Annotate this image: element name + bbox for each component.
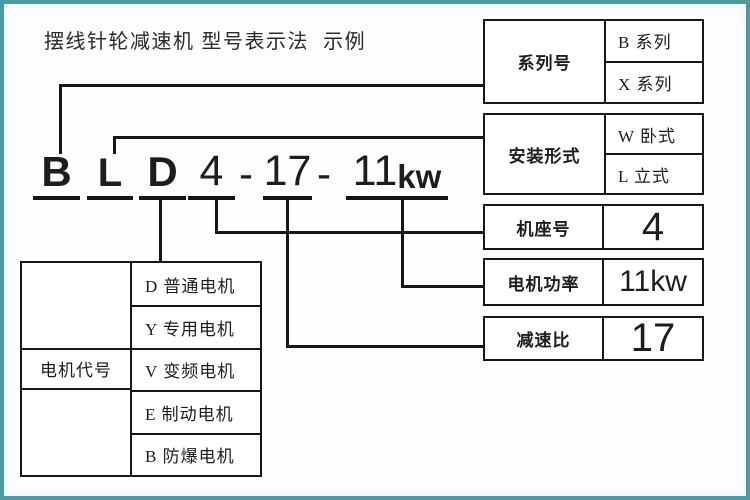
model-ratio-number-text: 17 [263, 147, 312, 195]
table-frame-number-value: 4 [641, 204, 665, 249]
connector-frameno-vertical [215, 200, 218, 234]
page-title: 摆线针轮减速机 型号表示法 示例 [44, 31, 367, 53]
connector-ratio-vertical [286, 200, 289, 348]
model-frame-number: 4 [188, 147, 235, 200]
connector-series-vertical [59, 84, 62, 154]
table-reduction-ratio-value: 17 [630, 316, 676, 360]
table-series-label: 系列号 [485, 21, 606, 102]
model-motor-letter: D [139, 148, 186, 200]
table-frame-number: 机座号 4 [483, 204, 704, 250]
table-motor-power-label: 电机功率 [485, 260, 604, 304]
table-motor-code-blank-top [22, 263, 132, 348]
table-motor-code-option-v: V 变频电机 [132, 347, 260, 390]
connector-mounting-vertical [113, 136, 116, 154]
table-frame-number-label: 机座号 [485, 206, 604, 248]
table-series-values: B 系列 X 系列 [606, 21, 702, 102]
table-motor-code-option-d: D 普通电机 [145, 276, 236, 296]
table-motor-code-label: 电机代号 [22, 347, 132, 391]
model-series-letter: B [33, 148, 80, 200]
table-motor-code-option-y: Y 专用电机 [132, 305, 260, 347]
table-mounting-option-l: L 立式 [606, 153, 702, 193]
table-motor-code-option-e: E 制动电机 [132, 390, 260, 432]
connector-series-horizontal [59, 84, 483, 87]
model-dash-1: - [239, 150, 253, 197]
connector-frameno-horizontal [215, 231, 483, 234]
model-series-letter-text: B [41, 148, 72, 195]
table-series-option-b: B 系列 [618, 33, 672, 53]
table-mounting-label: 安装形式 [485, 115, 606, 193]
table-series: 系列号 B 系列 X 系列 [483, 19, 704, 104]
model-motor-letter-text: D [147, 148, 178, 195]
connector-power-horizontal [401, 285, 483, 288]
connector-mounting-horizontal [113, 136, 483, 139]
model-frame-number-text: 4 [199, 147, 224, 195]
table-reduction-ratio: 减速比 17 [483, 316, 704, 361]
table-mounting-option-w: W 卧式 [618, 126, 676, 146]
table-motor-code-blank-bottom [22, 390, 132, 475]
connector-power-vertical [401, 200, 404, 288]
table-series-option-x: X 系列 [606, 60, 702, 103]
model-mount-letter: L [87, 152, 133, 200]
table-motor-code-option-b: B 防爆电机 [132, 432, 260, 475]
table-motor-code: 电机代号 D 普通电机 Y 专用电机 V 变频电机 E 制动电机 B 防爆电机 [20, 261, 262, 477]
connector-ratio-horizontal [286, 345, 483, 348]
model-power-number-text: 11 [352, 147, 398, 195]
table-mounting-values: W 卧式 L 立式 [606, 115, 702, 193]
table-motor-power-value: 11kw [619, 265, 687, 298]
table-reduction-ratio-label: 减速比 [485, 318, 604, 359]
model-power-unit-text: kw [397, 158, 442, 195]
model-ratio-number: 17 [263, 147, 312, 200]
table-motor-power: 电机功率 11kw [483, 258, 704, 306]
model-mount-letter-text: L [97, 151, 123, 195]
connector-motorcode-vertical [159, 200, 162, 261]
table-mounting: 安装形式 W 卧式 L 立式 [483, 113, 704, 195]
model-dash-2: - [317, 150, 331, 197]
